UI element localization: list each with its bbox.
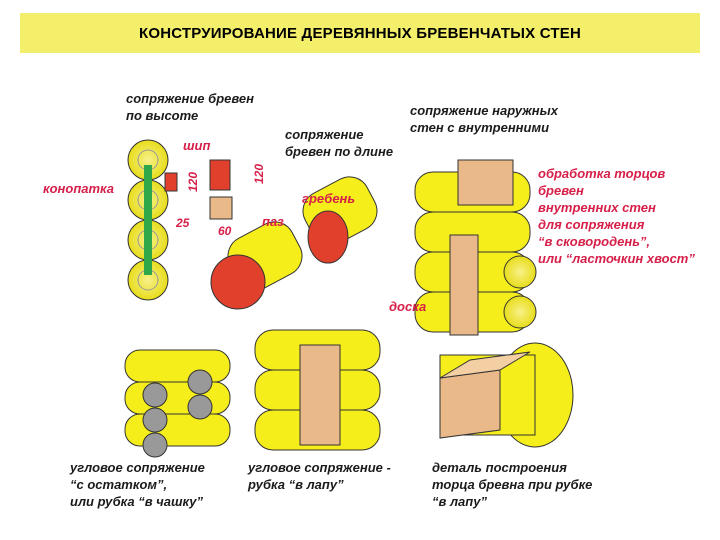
dim-120-b: 120 [252,163,266,184]
detail-figure [439,342,574,448]
length-joint-figure [210,176,378,310]
outer-inner-figure [414,159,537,336]
page-title: КОНСТРУИРОВАНИЕ ДЕРЕВЯННЫХ БРЕВЕНЧАТЫХ С… [138,24,581,42]
corner-paw-figure [254,329,381,451]
label-plank: доска [389,299,427,314]
dim-120-a: 120 [186,171,200,192]
dim-60: 60 [218,224,232,238]
height-joint-figure [127,139,233,301]
label-detail: деталь построения торца бревна при рубке… [432,460,593,509]
label-caulk: конопатка [43,181,115,196]
dim-25: 25 [176,216,190,230]
label-outer-inner: сопряжение наружных стен с внутренними [410,103,558,135]
label-ridge: гребень [302,191,356,206]
label-end-processing: обработка торцов бревен внутренних стен … [538,166,695,266]
label-corner-paw: угловое сопряжение - рубка “в лапу” [248,460,391,492]
title-banner: КОНСТРУИРОВАНИЕ ДЕРЕВЯННЫХ БРЕВЕНЧАТЫХ С… [20,13,700,53]
label-length-joint: сопряжение бревен по длине [285,127,394,159]
label-height-joint: сопряжение бревен по высоте [126,91,254,123]
corner-cup-figure [124,349,231,458]
label-groove: паз [262,214,284,229]
label-corner-cup: угловое сопряжение “с остатком”, или руб… [70,460,205,509]
label-tenon: шип [183,138,211,153]
